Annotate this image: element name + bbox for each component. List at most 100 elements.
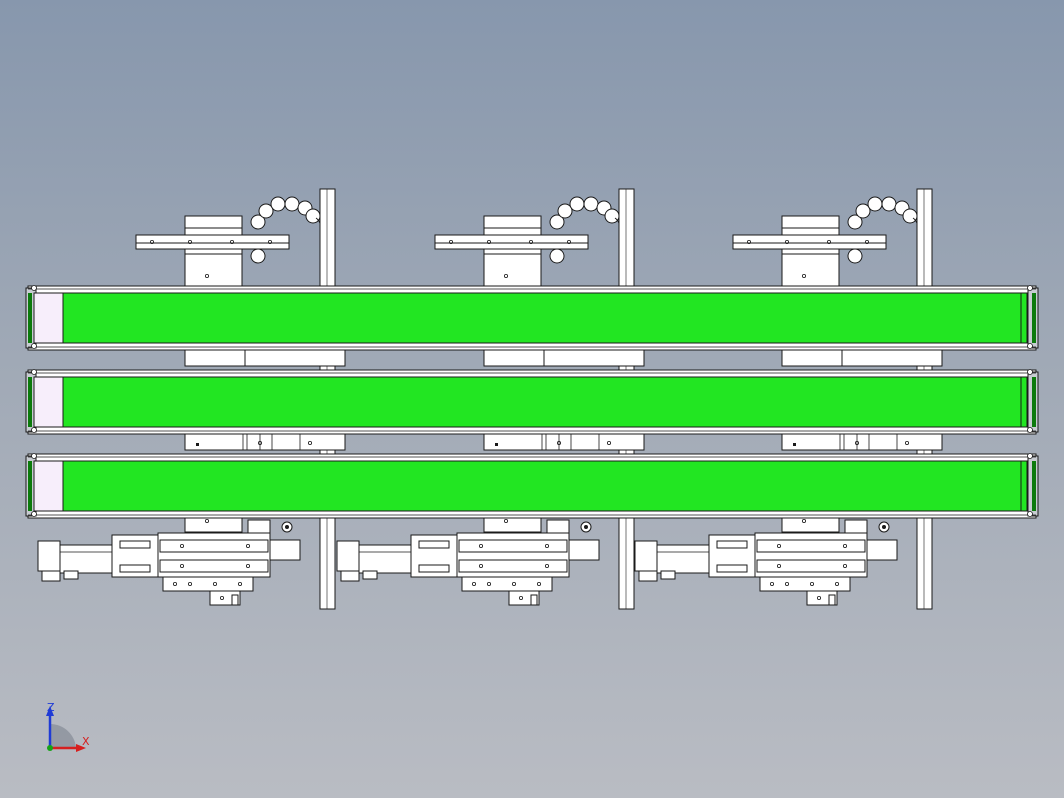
drag-chain-link (855, 203, 871, 219)
belt-tail (1020, 292, 1028, 344)
bolt-hole (503, 519, 508, 524)
belt-edge-left (28, 293, 32, 343)
conveyor-corner-fastener (1027, 511, 1033, 517)
bolt-hole (172, 582, 177, 587)
triad-origin (47, 745, 53, 751)
bolt-hole (545, 564, 550, 569)
guide-fitting-center (882, 525, 886, 529)
bolt-hole (777, 544, 782, 549)
x-axis-arrowhead (76, 744, 86, 752)
bolt-hole (503, 273, 508, 278)
bolt-hole (512, 582, 517, 587)
x-axis-label: X (82, 735, 90, 748)
bolt-hole (212, 582, 217, 587)
drag-chain-end (549, 248, 565, 264)
bolt-hole (204, 519, 209, 524)
bolt-hole (529, 239, 534, 244)
gearbox-detail (418, 564, 450, 573)
drive-motor-foot (362, 570, 378, 580)
linear-guide-end (269, 539, 301, 561)
carriage-base (461, 576, 553, 592)
conveyor-corner-fastener (31, 285, 37, 291)
bolt-hole (478, 564, 483, 569)
carriage-rail (458, 539, 568, 553)
cross-bracket-flange (732, 242, 887, 250)
gearbox-detail (119, 540, 151, 549)
belt-tail (1020, 376, 1028, 428)
bolt-hole (486, 239, 491, 244)
belt-edge-right (1032, 461, 1036, 511)
guide-fitting-center (285, 525, 289, 529)
bolt-hole (267, 239, 272, 244)
drive-motor-foot (340, 570, 360, 582)
bolt-hole (486, 582, 491, 587)
conveyor-belt (62, 460, 1022, 512)
drive-motor-foot (660, 570, 676, 580)
carriage-rail (756, 539, 866, 553)
marker-dot (495, 443, 498, 446)
drag-chain-end (847, 248, 863, 264)
lift-column-lower (781, 517, 840, 533)
carriage-bracket-tab (530, 594, 538, 606)
conveyor-corner-fastener (31, 427, 37, 433)
conveyor-corner-fastener (1027, 343, 1033, 349)
drag-chain-link (258, 203, 274, 219)
bolt-hole (307, 440, 312, 445)
bolt-hole (607, 440, 612, 445)
bolt-hole (471, 582, 476, 587)
bolt-hole (567, 239, 572, 244)
z-axis-label: Z (47, 701, 55, 714)
linear-guide-end (866, 539, 898, 561)
drag-chain-link (549, 214, 565, 230)
bolt-hole (557, 440, 562, 445)
bolt-hole (785, 582, 790, 587)
carriage-bracket-tab (231, 594, 239, 606)
bolt-hole (802, 519, 807, 524)
belt-edge-left (28, 377, 32, 427)
bolt-hole (229, 239, 234, 244)
bolt-hole (817, 596, 822, 601)
bolt-hole (448, 239, 453, 244)
gearbox-detail (716, 564, 748, 573)
tensioner-block (844, 519, 868, 534)
drive-motor-foot (63, 570, 79, 580)
belt-tail (1020, 460, 1028, 512)
bolt-hole (545, 544, 550, 549)
drag-chain-link (847, 214, 863, 230)
lift-column-lower (184, 517, 243, 533)
linear-guide-end (568, 539, 600, 561)
conveyor-corner-fastener (31, 453, 37, 459)
marker-dot (196, 443, 199, 446)
carriage-rail (159, 539, 269, 553)
drive-motor-body (656, 544, 710, 574)
bolt-hole (843, 564, 848, 569)
bolt-hole (770, 582, 775, 587)
belt-edge-right (1032, 377, 1036, 427)
bolt-hole (835, 582, 840, 587)
drag-chain-link (557, 203, 573, 219)
bolt-hole (179, 564, 184, 569)
bolt-hole (802, 273, 807, 278)
conveyor-corner-fastener (31, 369, 37, 375)
bolt-hole (204, 273, 209, 278)
bolt-hole (843, 544, 848, 549)
drive-motor-foot (638, 570, 658, 582)
carriage-bracket-tab (828, 594, 836, 606)
bolt-hole (865, 239, 870, 244)
conveyor-corner-fastener (1027, 427, 1033, 433)
conveyor-corner-fastener (31, 343, 37, 349)
carriage-rail (458, 559, 568, 573)
cross-bracket-flange (434, 242, 589, 250)
bolt-hole (257, 440, 262, 445)
drive-motor-foot (41, 570, 61, 582)
conveyor-corner-fastener (31, 511, 37, 517)
gearbox-detail (119, 564, 151, 573)
bolt-hole (905, 440, 910, 445)
carriage-rail (756, 559, 866, 573)
marker-dot (793, 443, 796, 446)
conveyor-belt (62, 292, 1022, 344)
belt-edge-right (1032, 293, 1036, 343)
bolt-hole (537, 582, 542, 587)
